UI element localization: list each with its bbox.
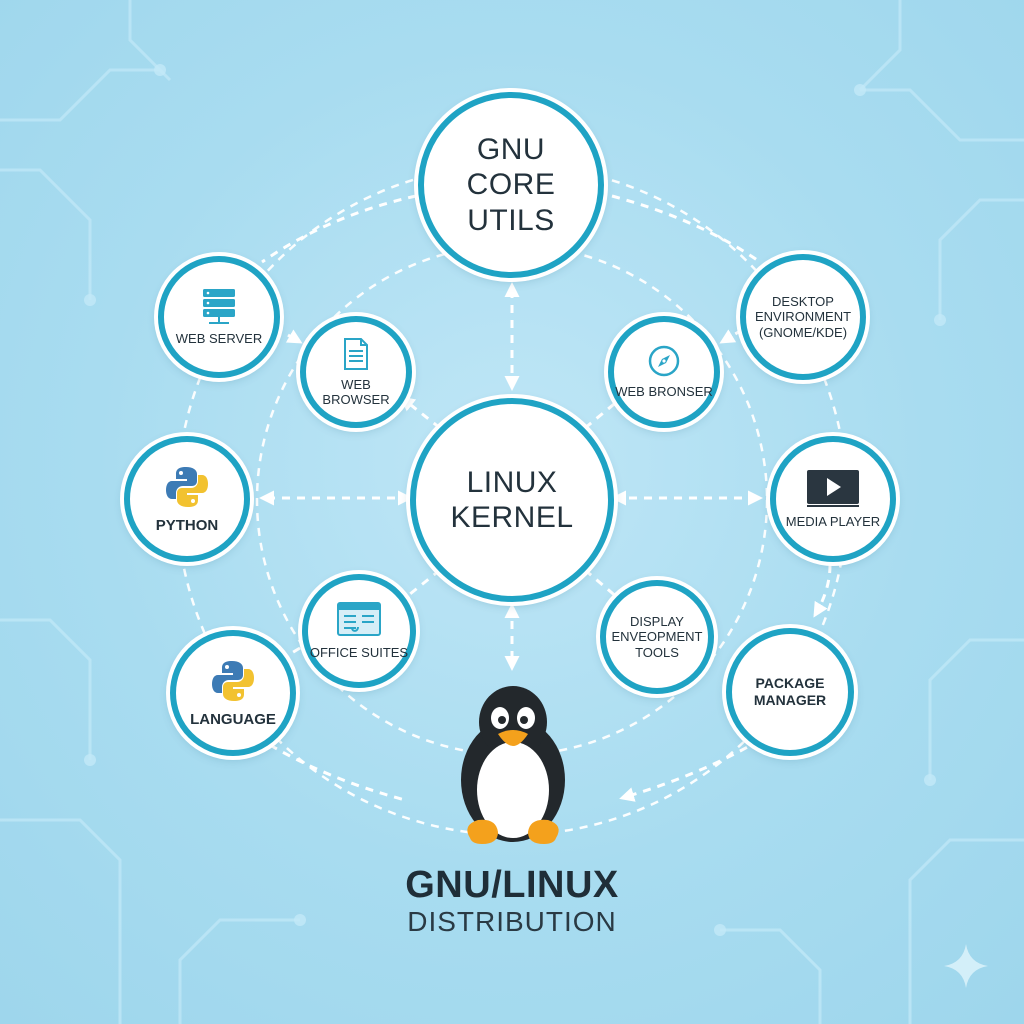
compass-icon xyxy=(648,346,680,377)
python-logo-icon xyxy=(212,661,254,702)
node-package-manager: PACKAGE MANAGER xyxy=(726,628,854,756)
node-web-browser-left: WEB BROWSER xyxy=(300,316,412,428)
node-label: PACKAGE MANAGER xyxy=(753,675,827,708)
node-label: WEB BROWSER xyxy=(322,376,390,407)
distribution-title: GNU/LINUX xyxy=(405,864,619,906)
node-linux-kernel: LINUX KERNEL xyxy=(410,398,614,602)
node-label: MEDIA PLAYER xyxy=(785,514,881,530)
link-language-bottom xyxy=(269,743,406,802)
link-package-bottom xyxy=(619,738,761,802)
spreadsheet-icon xyxy=(337,602,381,637)
link-coreutils-webserver xyxy=(261,194,417,264)
node-label: PYTHON xyxy=(155,517,219,535)
node-display-tools: DISPLAY ENVEOPMENT TOOLS xyxy=(600,580,714,694)
link-kernel-display xyxy=(584,568,619,600)
node-web-browser-right: WEB BRONSER xyxy=(608,316,720,428)
node-label: OFFICE SUITES xyxy=(309,645,409,661)
distribution-subtitle: DISTRIBUTION xyxy=(407,906,617,937)
python-logo-icon xyxy=(166,467,208,508)
node-label: WEB BRONSER xyxy=(615,384,713,400)
tux-penguin-icon xyxy=(461,686,565,844)
play-screen-icon xyxy=(807,470,859,508)
server-rack-icon xyxy=(203,289,235,325)
node-gnu-core-utils: GNU CORE UTILS xyxy=(418,92,604,278)
link-media-package xyxy=(813,564,832,618)
link-coreutils-desktop xyxy=(611,194,761,264)
node-office-suites: OFFICE SUITES xyxy=(302,574,416,688)
node-label: WEB SERVER xyxy=(175,331,263,347)
node-label: LANGUAGE xyxy=(190,711,276,729)
node-python: PYTHON xyxy=(124,436,250,562)
node-label: DESKTOP ENVIRONMENT (GNOME/KDE) xyxy=(754,294,852,340)
node-web-server: WEB SERVER xyxy=(158,256,280,378)
node-label: GNU CORE UTILS xyxy=(466,132,556,237)
node-label: LINUX KERNEL xyxy=(450,465,574,534)
link-kernel-office xyxy=(404,568,441,600)
document-icon xyxy=(344,337,368,370)
node-media-player: MEDIA PLAYER xyxy=(770,436,896,562)
node-desktop-environment: DESKTOP ENVIRONMENT (GNOME/KDE) xyxy=(740,254,866,380)
node-language: LANGUAGE xyxy=(170,630,296,756)
link-kernel-browser-left xyxy=(399,396,441,430)
node-label: DISPLAY ENVEOPMENT TOOLS xyxy=(611,614,703,660)
sparkle-icon xyxy=(944,944,988,988)
